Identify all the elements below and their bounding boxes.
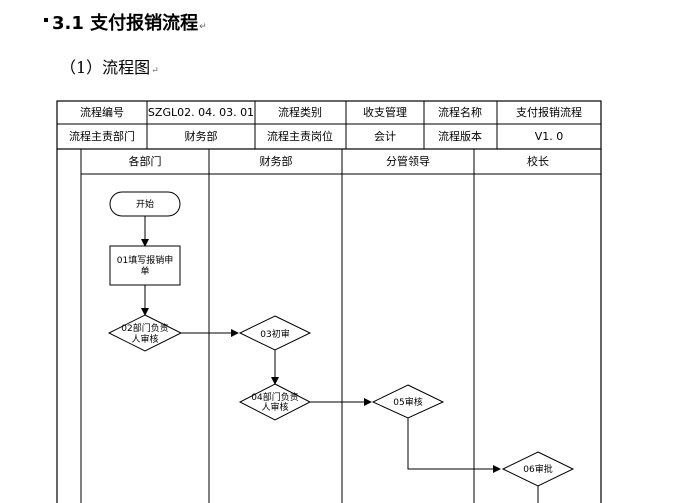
lane-header-principal: 校长 [527,154,549,168]
responsible-dept-value: 财务部 [185,129,218,143]
lane-header-departments: 各部门 [129,154,162,168]
supervisor-review-diamond [371,384,445,419]
subsection-title: （1）流程图 [60,58,151,77]
node-04-line2: 人审核 [261,401,288,413]
initial-review-diamond [238,315,312,351]
section-heading: 3.1 支付报销流程↵ [44,9,207,35]
subsection-heading: （1）流程图↵ [60,54,159,78]
node-02-line1: 02部门负责 [121,322,168,334]
process-info-table [56,100,602,150]
start-terminator [109,191,181,217]
process-category-value: 收支管理 [363,105,407,119]
connectors [141,216,539,503]
node-02-line2: 人审核 [131,333,158,345]
node-03-label: 03初审 [260,328,289,340]
process-name-label: 流程名称 [438,105,482,119]
process-number-value: SZGL02. 04. 03. 01 [148,106,254,119]
process-number-label: 流程编号 [80,105,124,119]
node-06-label: 06审批 [523,463,552,475]
responsible-post-value: 会计 [374,130,396,143]
fill-application-box [109,245,181,286]
section-number: 3.1 [52,13,84,34]
node-01-line1: 01填写报销申 [117,254,173,266]
node-05-label: 05审核 [393,396,422,408]
lane-header-finance: 财务部 [260,154,293,168]
section-title: 支付报销流程 [90,13,199,34]
paragraph-mark-icon: ↵ [151,66,159,76]
principal-approval-diamond [501,451,575,487]
node-04-line1: 04部门负责 [251,391,298,403]
dept-review-diamond [107,314,183,352]
node-01-line2: 单 [140,265,149,277]
arrow-05-to-06 [407,418,501,473]
responsible-dept-label: 流程主责部门 [69,129,135,143]
lane-header-supervisor: 分管领导 [386,154,430,168]
process-version-value: V1. 0 [535,130,564,143]
responsible-post-label: 流程主责岗位 [267,129,333,143]
start-label: 开始 [136,198,154,210]
bullet-icon [44,18,48,22]
process-category-label: 流程类别 [278,105,322,119]
paragraph-mark-icon: ↵ [199,22,207,32]
process-version-label: 流程版本 [438,129,482,143]
swimlane-grid [56,149,602,503]
dept-head-review-diamond [238,383,312,421]
process-name-value: 支付报销流程 [516,105,582,119]
